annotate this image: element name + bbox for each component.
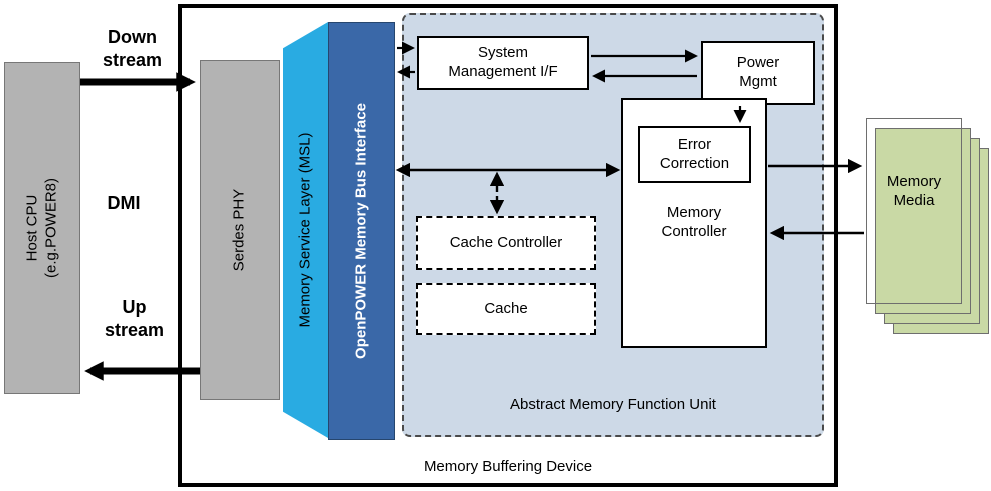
host-cpu-label: Host CPU (e.g.POWER8)	[23, 177, 59, 279]
abstract-memory-function-unit-label: Abstract Memory Function Unit	[510, 396, 716, 413]
serdes-phy-box: Serdes PHY	[200, 60, 280, 400]
cache-box: Cache	[416, 283, 596, 335]
memory-bus-interface-box: OpenPOWER Memory Bus Interface	[328, 22, 395, 440]
downstream-label: Down stream	[102, 27, 163, 70]
dmi-label: DMI	[107, 193, 141, 213]
cache-controller-box: Cache Controller	[416, 216, 596, 270]
memory-buffering-device-label: Memory Buffering Device	[423, 458, 593, 475]
memory-service-layer-label: Memory Service Layer (MSL)	[296, 132, 314, 328]
memory-media-card-front: Memory Media	[866, 118, 962, 304]
serdes-phy-label: Serdes PHY	[230, 188, 248, 272]
memory-bus-interface-label: OpenPOWER Memory Bus Interface	[352, 103, 370, 359]
system-management-if-box: System Management I/F	[417, 36, 589, 90]
error-correction-box: Error Correction	[638, 126, 751, 183]
power-mgmt-box: Power Mgmt	[701, 41, 815, 105]
upstream-label: Up stream	[104, 297, 165, 340]
memory-service-layer-shape: Memory Service Layer (MSL)	[283, 22, 328, 438]
memory-media-card-back-1	[875, 128, 971, 314]
host-cpu-box: Host CPU (e.g.POWER8)	[4, 62, 80, 394]
